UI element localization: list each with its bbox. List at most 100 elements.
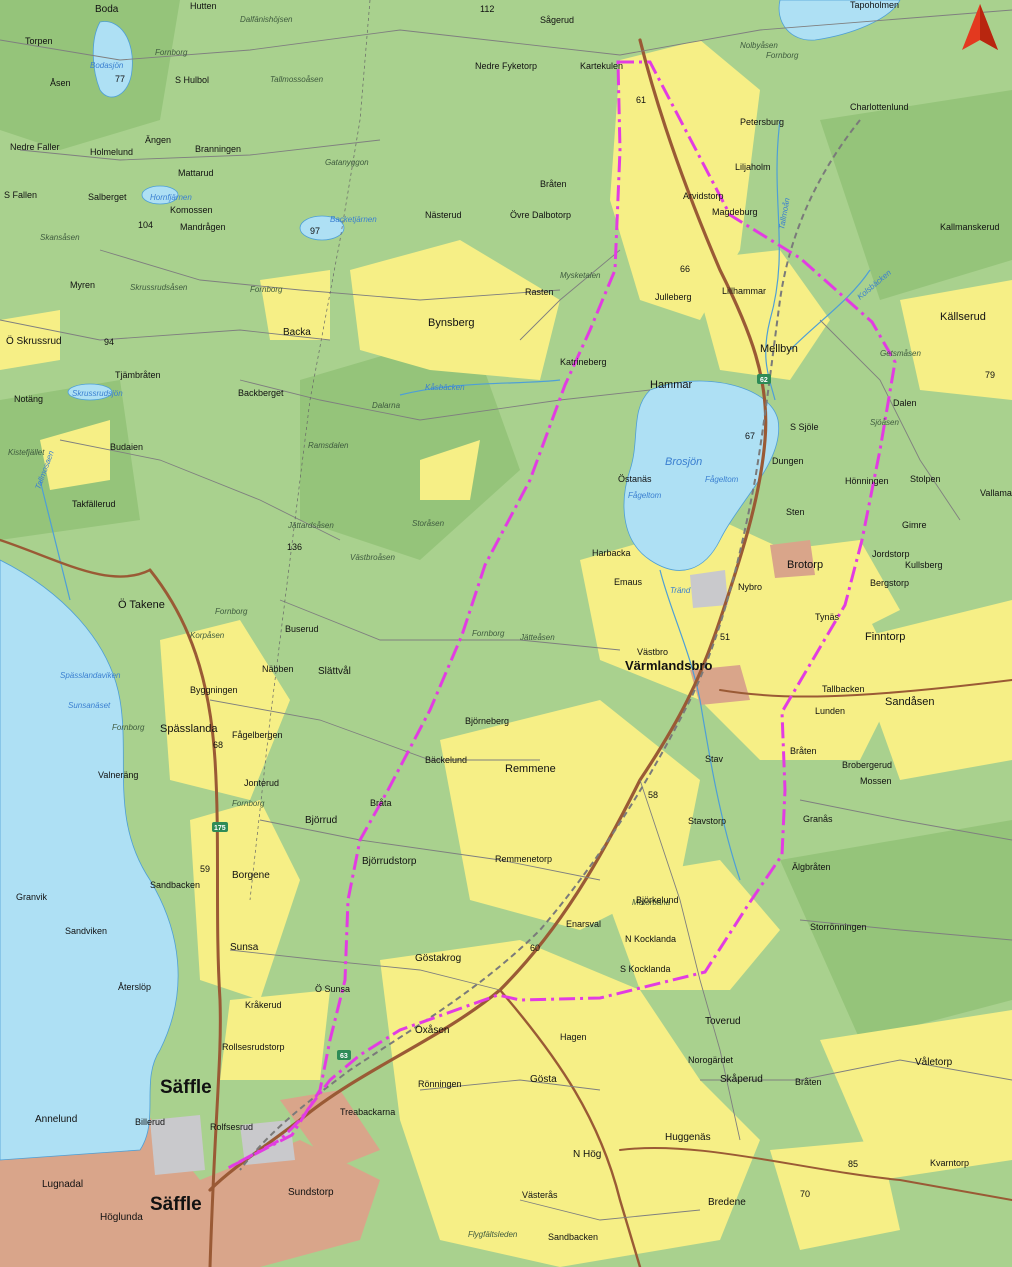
- svg-text:Åsen: Åsen: [50, 78, 71, 88]
- svg-text:Torpen: Torpen: [25, 36, 53, 46]
- svg-text:Mattarud: Mattarud: [178, 168, 214, 178]
- label-trahnd: Tränd: [670, 586, 691, 595]
- main-roads: [0, 38, 1012, 1267]
- svg-text:Dungen: Dungen: [772, 456, 804, 466]
- svg-text:70: 70: [800, 1189, 810, 1199]
- svg-text:Nedre Fyketorp: Nedre Fyketorp: [475, 61, 537, 71]
- svg-text:Sten: Sten: [786, 507, 805, 517]
- label-fornborg: Fornborg: [155, 48, 188, 57]
- svg-text:S Sjöle: S Sjöle: [790, 422, 819, 432]
- svg-text:Bredene: Bredene: [708, 1197, 746, 1208]
- svg-text:Brotorp: Brotorp: [787, 559, 823, 571]
- svg-text:79: 79: [985, 370, 995, 380]
- svg-text:Julleberg: Julleberg: [655, 292, 692, 302]
- lake-backetjarnen: [299, 215, 345, 241]
- svg-text:Björkelund: Björkelund: [636, 895, 679, 905]
- svg-text:Komossen: Komossen: [170, 205, 213, 215]
- label-varmlandsbro: Värmlandsbro: [625, 658, 712, 673]
- svg-text:Huggenäs: Huggenäs: [665, 1132, 711, 1143]
- lake-vanern-edge: [0, 559, 179, 1161]
- road-shield-62: 62: [760, 377, 768, 384]
- svg-text:Björneberg: Björneberg: [465, 716, 509, 726]
- svg-text:Myren: Myren: [70, 280, 95, 290]
- label-fornborg: Fornborg: [472, 629, 505, 638]
- road-shield-175: 175: [214, 825, 226, 832]
- svg-text:Buserud: Buserud: [285, 624, 319, 634]
- svg-text:Sandviken: Sandviken: [65, 926, 107, 936]
- label-backetjarnen: Backetjärnen: [330, 215, 377, 224]
- svg-text:Gimre: Gimre: [902, 520, 927, 530]
- svg-text:Katrineberg: Katrineberg: [560, 357, 607, 367]
- svg-text:Granvik: Granvik: [16, 892, 48, 902]
- svg-text:Näbben: Näbben: [262, 664, 294, 674]
- label-spasslandaviken: Spässlandaviken: [60, 671, 121, 680]
- label-saffle-center: Säffle: [150, 1194, 202, 1215]
- label-ramsdalen: Ramsdalen: [308, 441, 349, 450]
- svg-text:Bråten: Bråten: [795, 1077, 822, 1087]
- svg-text:Enarsval: Enarsval: [566, 919, 601, 929]
- svg-text:Ängen: Ängen: [145, 135, 171, 145]
- road-shields: 175 62 63: [212, 374, 771, 1060]
- svg-text:S Hulbol: S Hulbol: [175, 75, 209, 85]
- svg-text:Mossen: Mossen: [860, 776, 892, 786]
- svg-text:Magdeburg: Magdeburg: [712, 207, 758, 217]
- lake-tapoholmen: [778, 0, 901, 41]
- svg-text:Borgene: Borgene: [232, 870, 270, 881]
- svg-text:Takfällerud: Takfällerud: [72, 499, 116, 509]
- svg-text:Lillhammar: Lillhammar: [722, 286, 766, 296]
- svg-text:61: 61: [636, 95, 646, 105]
- svg-text:Sunsa: Sunsa: [230, 942, 259, 953]
- svg-text:Byggningen: Byggningen: [190, 685, 238, 695]
- label-sunsanaset: Sunsanäset: [68, 701, 111, 710]
- label-saffle-north: Säffle: [160, 1077, 212, 1098]
- label-fagelton: Fågeltom: [705, 475, 739, 484]
- svg-text:Tapoholmen: Tapoholmen: [850, 0, 899, 10]
- svg-text:Petersburg: Petersburg: [740, 117, 784, 127]
- label-brosjon: Brosjön: [665, 456, 702, 468]
- svg-text:Branningen: Branningen: [195, 144, 241, 154]
- svg-text:Storrönningen: Storrönningen: [810, 922, 867, 932]
- svg-text:Västerås: Västerås: [522, 1190, 558, 1200]
- svg-text:Rolfsesrud: Rolfsesrud: [210, 1122, 253, 1132]
- svg-text:Boda: Boda: [95, 4, 119, 15]
- lake-skrussrudsjon: [67, 383, 113, 401]
- svg-text:Lugnadal: Lugnadal: [42, 1179, 83, 1190]
- lake-hornfjarnen: [141, 185, 179, 205]
- svg-text:Nästerud: Nästerud: [425, 210, 462, 220]
- svg-text:Sandbacken: Sandbacken: [548, 1232, 598, 1242]
- label-dalarna: Dalarna: [372, 401, 401, 410]
- svg-text:Remmenetorp: Remmenetorp: [495, 854, 552, 864]
- svg-text:Toverud: Toverud: [705, 1016, 741, 1027]
- label-fornborg: Fornborg: [232, 799, 265, 808]
- label-mysketalen: Mysketalen: [560, 271, 601, 280]
- svg-text:Norogärdet: Norogärdet: [688, 1055, 734, 1065]
- svg-text:Kråkerud: Kråkerud: [245, 1000, 282, 1010]
- svg-text:Oxåsen: Oxåsen: [415, 1024, 449, 1036]
- svg-text:Spässlanda: Spässlanda: [160, 723, 218, 735]
- svg-text:67: 67: [745, 431, 755, 441]
- svg-text:Sandåsen: Sandåsen: [885, 696, 935, 708]
- svg-text:Hagen: Hagen: [560, 1032, 587, 1042]
- label-sjoasen: Sjöåsen: [870, 418, 899, 427]
- svg-text:Dalen: Dalen: [893, 398, 917, 408]
- svg-text:Bråta: Bråta: [370, 798, 392, 808]
- label-kistefjallet: Kistefjället: [8, 448, 45, 457]
- power-line: [249, 0, 371, 901]
- svg-text:Sågerud: Sågerud: [540, 15, 574, 25]
- svg-text:Tjämbråten: Tjämbråten: [115, 370, 161, 380]
- svg-text:Valneräng: Valneräng: [98, 770, 138, 780]
- svg-text:Holmelund: Holmelund: [90, 147, 133, 157]
- svg-text:Salberget: Salberget: [88, 192, 127, 202]
- svg-text:97: 97: [310, 226, 320, 236]
- svg-text:68: 68: [213, 740, 223, 750]
- svg-text:Slättvål: Slättvål: [318, 665, 351, 677]
- svg-text:94: 94: [104, 337, 114, 347]
- svg-text:66: 66: [680, 264, 690, 274]
- survey-route-boundary[interactable]: [227, 60, 897, 1170]
- label-getsmasen: Getsmåsen: [880, 349, 921, 358]
- svg-text:Backa: Backa: [283, 327, 311, 338]
- svg-text:Stolpen: Stolpen: [910, 474, 941, 484]
- svg-text:104: 104: [138, 220, 153, 230]
- lakes: [0, 0, 901, 1161]
